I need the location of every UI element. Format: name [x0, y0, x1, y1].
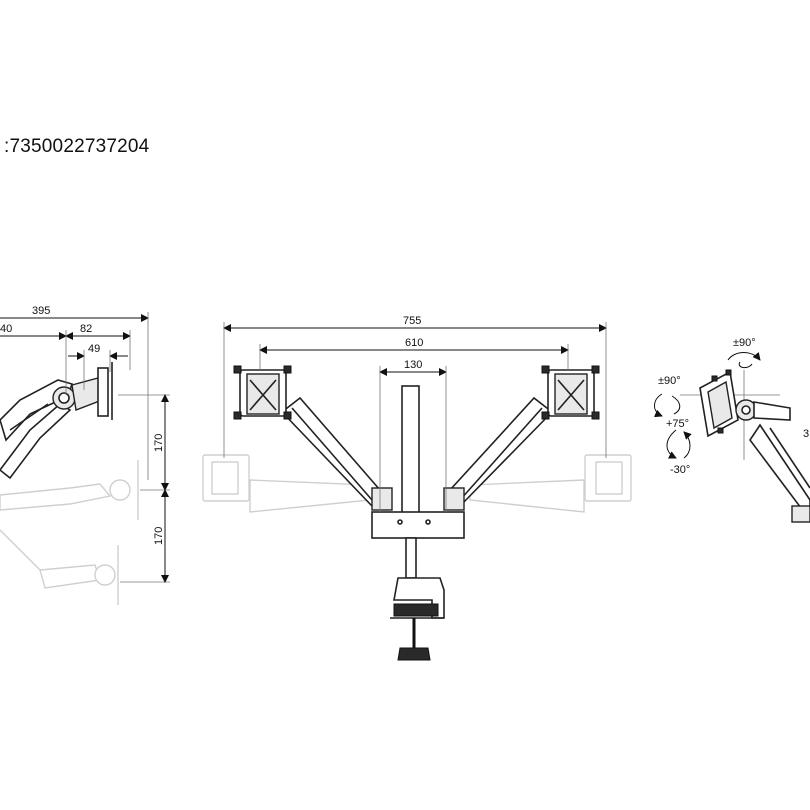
tilt-edge-label: 3	[803, 428, 809, 440]
side-ghost-arm-lower	[0, 460, 139, 605]
tilt-up-label: +75°	[666, 418, 689, 430]
side-view: 395 40 82 49 170 170	[0, 305, 170, 605]
rot-left-label: ±90°	[658, 375, 681, 387]
side-dim-up: 170	[153, 434, 165, 452]
side-arm	[0, 362, 113, 480]
ean-code: :7350022737204	[4, 136, 150, 157]
vesa-plate-right	[541, 365, 600, 420]
side-dim-a: 40	[0, 323, 12, 335]
side-dim-b: 82	[80, 323, 92, 335]
tilt-arm	[735, 399, 810, 523]
mount-crossbar	[371, 511, 465, 539]
side-dim-down: 170	[153, 527, 165, 545]
front-arm-right	[443, 396, 554, 511]
front-view: 755 610 130	[202, 315, 632, 661]
tilt-vesa-plate	[699, 369, 739, 438]
rotate-top-icon	[727, 352, 761, 369]
front-ghost-left	[202, 454, 371, 513]
tilt-view: ±90° ±90° +75° -30°	[654, 337, 810, 523]
side-dim-c: 49	[88, 343, 100, 355]
front-dim-total: 755	[403, 315, 421, 327]
tilt-arrows-icon	[666, 429, 692, 459]
tilt-down-label: -30°	[670, 464, 690, 476]
front-dim-pole: 130	[404, 359, 422, 371]
side-dim-total: 395	[32, 305, 50, 317]
front-dim-inner: 610	[405, 337, 423, 349]
mount-pole	[401, 385, 420, 515]
rot-top-label: ±90°	[733, 337, 756, 349]
vesa-plate-left	[233, 365, 292, 420]
rotate-left-icon	[654, 393, 681, 418]
front-ghost-right	[469, 454, 632, 513]
desk-clamp	[390, 577, 445, 661]
